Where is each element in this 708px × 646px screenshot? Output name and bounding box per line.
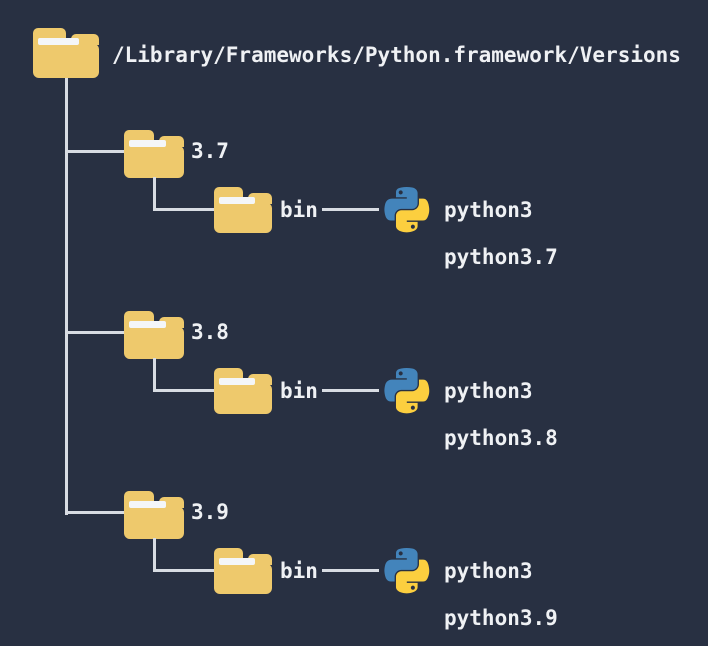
- folder-paper-strip: [218, 558, 255, 565]
- version-folder-icon: [124, 311, 184, 359]
- trunk-line: [65, 78, 68, 515]
- version-branch-3-9: 3.9 bin python3 python3.9: [0, 491, 708, 641]
- folder-body: [33, 44, 99, 78]
- python-logo-icon: [384, 187, 430, 233]
- folder-top-edge: [247, 554, 272, 565]
- folder-top-edge: [158, 497, 184, 508]
- folder-body: [124, 146, 184, 178]
- folder-top-edge: [247, 193, 272, 204]
- executable-label: python3: [444, 559, 533, 583]
- bin-connector-horizontal-line: [153, 569, 214, 572]
- version-folder-icon: [124, 491, 184, 539]
- folder-top-edge: [158, 317, 184, 328]
- version-label: 3.8: [191, 320, 229, 344]
- folder-body: [214, 564, 272, 594]
- executable-label: python3.9: [444, 606, 558, 630]
- branch-connector-line: [65, 511, 125, 514]
- bin-label: bin: [280, 559, 318, 583]
- executable-label: python3: [444, 198, 533, 222]
- bin-connector-vertical-line: [153, 358, 156, 392]
- executable-label: python3.8: [444, 426, 558, 450]
- bin-python-connector-line: [322, 569, 379, 572]
- python-logo-icon: [384, 368, 430, 414]
- folder-paper-strip: [128, 501, 166, 508]
- folder-paper-strip: [128, 140, 166, 147]
- folder-paper-strip: [218, 197, 255, 204]
- bin-label: bin: [280, 379, 318, 403]
- folder-top-edge: [71, 34, 99, 45]
- python-logo-icon: [384, 548, 430, 594]
- bin-folder-icon: [214, 187, 272, 233]
- bin-connector-vertical-line: [153, 538, 156, 572]
- executable-label: python3.7: [444, 245, 558, 269]
- folder-top-edge: [247, 374, 272, 385]
- folder-top-edge: [158, 136, 184, 147]
- bin-python-connector-line: [322, 208, 379, 211]
- folder-body: [214, 384, 272, 414]
- folder-body: [124, 327, 184, 359]
- version-folder-icon: [124, 130, 184, 178]
- bin-folder-icon: [214, 368, 272, 414]
- folder-body: [124, 507, 184, 539]
- bin-connector-horizontal-line: [153, 208, 214, 211]
- folder-paper-strip: [218, 378, 255, 385]
- version-branch-3-7: 3.7 bin python3 python3.7: [0, 130, 708, 280]
- bin-python-connector-line: [322, 389, 379, 392]
- bin-connector-vertical-line: [153, 177, 156, 211]
- bin-folder-icon: [214, 548, 272, 594]
- branch-connector-line: [65, 331, 125, 334]
- root-folder-icon: [33, 28, 99, 78]
- bin-connector-horizontal-line: [153, 389, 214, 392]
- version-label: 3.7: [191, 139, 229, 163]
- version-branch-3-8: 3.8 bin python3 python3.8: [0, 311, 708, 461]
- folder-body: [214, 203, 272, 233]
- branch-connector-line: [65, 150, 125, 153]
- folder-paper-strip: [128, 321, 166, 328]
- executable-label: python3: [444, 379, 533, 403]
- root-path-label: /Library/Frameworks/Python.framework/Ver…: [112, 43, 681, 67]
- folder-paper-strip: [38, 38, 80, 45]
- version-label: 3.9: [191, 500, 229, 524]
- bin-label: bin: [280, 198, 318, 222]
